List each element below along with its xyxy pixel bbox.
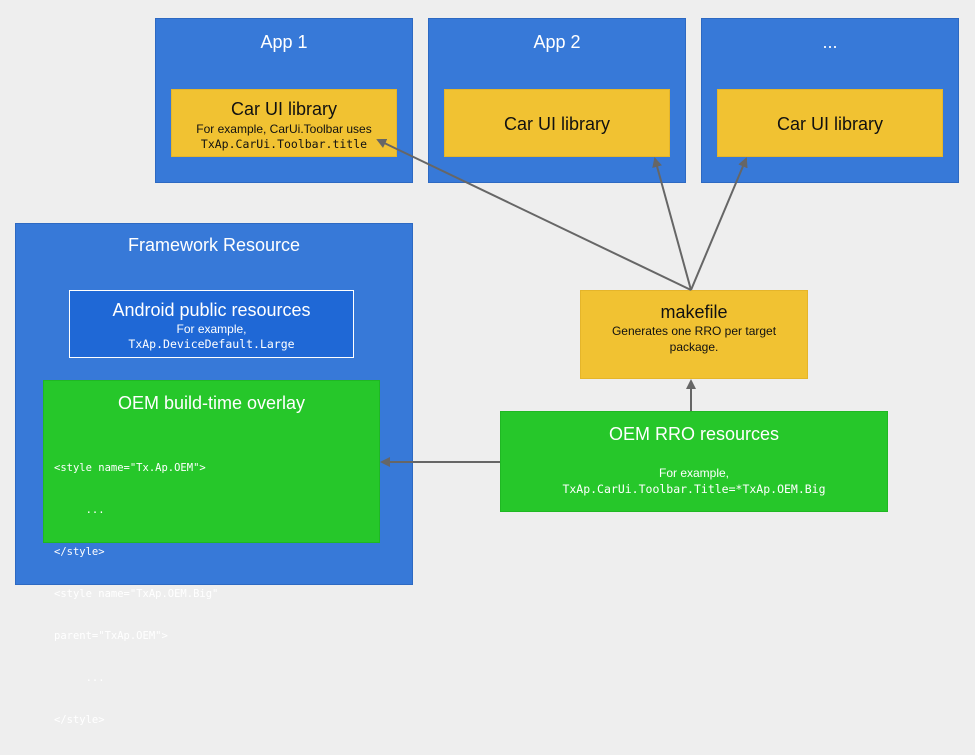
app-2-library-title: Car UI library bbox=[503, 114, 610, 134]
rro-example: For example, bbox=[658, 466, 730, 480]
public-resources-title: Android public resources bbox=[112, 300, 311, 320]
app-3-library-title: Car UI library bbox=[776, 114, 883, 134]
oem-rro-resources: OEM RRO resources For example, TxAp.CarU… bbox=[500, 411, 888, 512]
app-2-car-ui-library: Car UI library bbox=[444, 89, 670, 157]
app-1-library-style: TxAp.CarUi.Toolbar.title bbox=[200, 137, 368, 151]
overlay-code-line: </style> bbox=[54, 546, 105, 558]
app-1-library-example: For example, CarUi.Toolbar uses bbox=[196, 122, 372, 136]
overlay-code-line: </style> bbox=[54, 714, 105, 726]
android-public-resources: Android public resources For example, Tx… bbox=[69, 290, 354, 358]
arrow-makefile-to-app1-library bbox=[376, 138, 692, 291]
framework-resource-title: Framework Resource bbox=[127, 235, 301, 255]
app-1-title: App 1 bbox=[260, 32, 308, 52]
overlay-code-line: <style name="Tx.Ap.OEM"> bbox=[54, 462, 206, 474]
app-3-title: ... bbox=[822, 32, 838, 52]
public-resources-style: TxAp.DeviceDefault.Large bbox=[128, 337, 295, 351]
rro-title: OEM RRO resources bbox=[608, 424, 780, 444]
app-2-title: App 2 bbox=[533, 32, 581, 52]
rro-style-mapping: TxAp.CarUi.Toolbar.Title=*TxAp.OEM.Big bbox=[562, 482, 826, 496]
app-1-car-ui-library: Car UI library For example, CarUi.Toolba… bbox=[171, 89, 397, 157]
makefile-description-line2: package. bbox=[669, 340, 719, 354]
overlay-code-line: <style name="TxAp.OEM.Big" bbox=[54, 588, 219, 600]
arrow-makefile-to-app2-library bbox=[652, 157, 692, 291]
app-3-car-ui-library: Car UI library bbox=[717, 89, 943, 157]
makefile-box: makefile Generates one RRO per target pa… bbox=[580, 290, 808, 379]
overlay-code-line: ... bbox=[54, 672, 105, 684]
makefile-title: makefile bbox=[660, 302, 728, 322]
overlay-code-line: parent="TxAp.OEM"> bbox=[54, 630, 168, 642]
overlay-title: OEM build-time overlay bbox=[117, 393, 306, 413]
connector-arrows bbox=[376, 138, 748, 467]
app-1-library-title: Car UI library bbox=[230, 99, 337, 119]
public-resources-example: For example, bbox=[176, 322, 247, 336]
arrow-makefile-to-app3-library bbox=[690, 157, 748, 291]
overlay-code-line: ... bbox=[54, 504, 105, 516]
makefile-description-line1: Generates one RRO per target bbox=[611, 324, 777, 338]
